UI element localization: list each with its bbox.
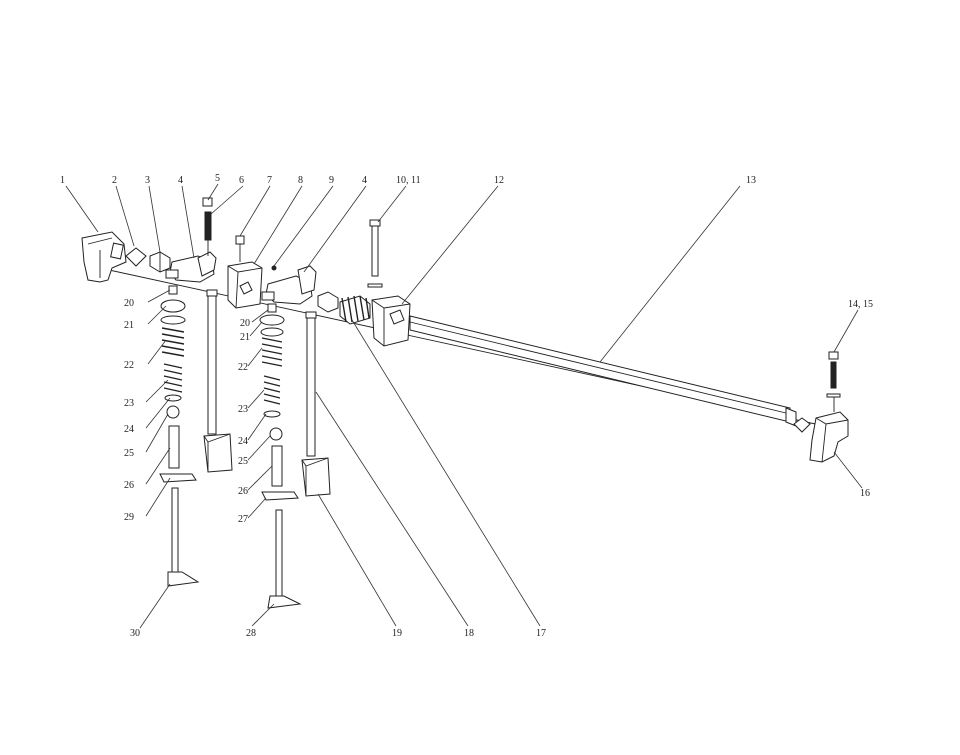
callout-25-left: 25 [124,448,134,459]
small-screw-9 [271,265,277,271]
callout-29: 29 [124,512,134,523]
callout-8: 8 [298,175,303,186]
callout-22-right: 22 [238,362,248,373]
tappet-left [203,433,233,473]
valve-stack-left [159,285,200,587]
callout-21-left: 21 [124,320,134,331]
rocker-arm-right [261,265,317,305]
callout-14-15: 14, 15 [848,299,873,310]
callout-12: 12 [494,175,504,186]
callout-6: 6 [239,175,244,186]
hex-sleeve-right [317,291,339,313]
support-bracket-right [809,411,849,463]
callout-16: 16 [860,488,870,499]
callout-26-right: 26 [238,486,248,497]
callout-4b: 4 [362,175,367,186]
callout-19: 19 [392,628,402,639]
callout-27: 27 [238,514,248,525]
callout-21-right: 21 [240,332,250,343]
callout-13: 13 [746,175,756,186]
callout-9: 9 [329,175,334,186]
support-bracket-left [81,231,127,283]
callout-25-right: 25 [238,456,248,467]
support-bracket-middle [371,295,411,347]
rocker-arm-left [165,251,217,283]
callout-10-11: 10, 11 [396,175,421,186]
push-rod-left [206,289,218,435]
callout-4a: 4 [178,175,183,186]
callout-17: 17 [536,628,546,639]
callout-labels: 1 2 3 4 5 6 7 8 9 4 10, 11 12 13 14, 15 … [60,173,873,639]
callout-22-left: 22 [124,360,134,371]
hex-sleeve-3 [149,251,171,273]
callout-23-left: 23 [124,398,134,409]
valve-stack-right [259,303,302,609]
callout-20-right: 20 [240,318,250,329]
callout-2: 2 [112,175,117,186]
shaft-spring-17 [339,295,371,325]
callout-5: 5 [215,173,220,184]
callout-24-right: 24 [238,436,248,447]
bolt-14-15 [826,351,841,412]
leader-lines [65,183,863,629]
push-rod-18 [305,311,317,457]
callout-18: 18 [464,628,474,639]
rocker-block-8 [227,235,263,309]
callout-20-left: 20 [124,298,134,309]
rocker-shaft-13 [409,315,797,427]
callout-30: 30 [130,628,140,639]
tappet-19 [301,457,331,497]
callout-26-left: 26 [124,480,134,491]
callout-28: 28 [246,628,256,639]
callout-7: 7 [267,175,272,186]
spacer-washer-2 [125,247,147,267]
spacer-washer-right [793,417,811,433]
adjusting-screw-left [202,197,213,256]
callout-3: 3 [145,175,150,186]
callout-1: 1 [60,175,65,186]
bolt-10-11 [367,219,383,288]
callout-23-right: 23 [238,404,248,415]
callout-24-left: 24 [124,424,134,435]
